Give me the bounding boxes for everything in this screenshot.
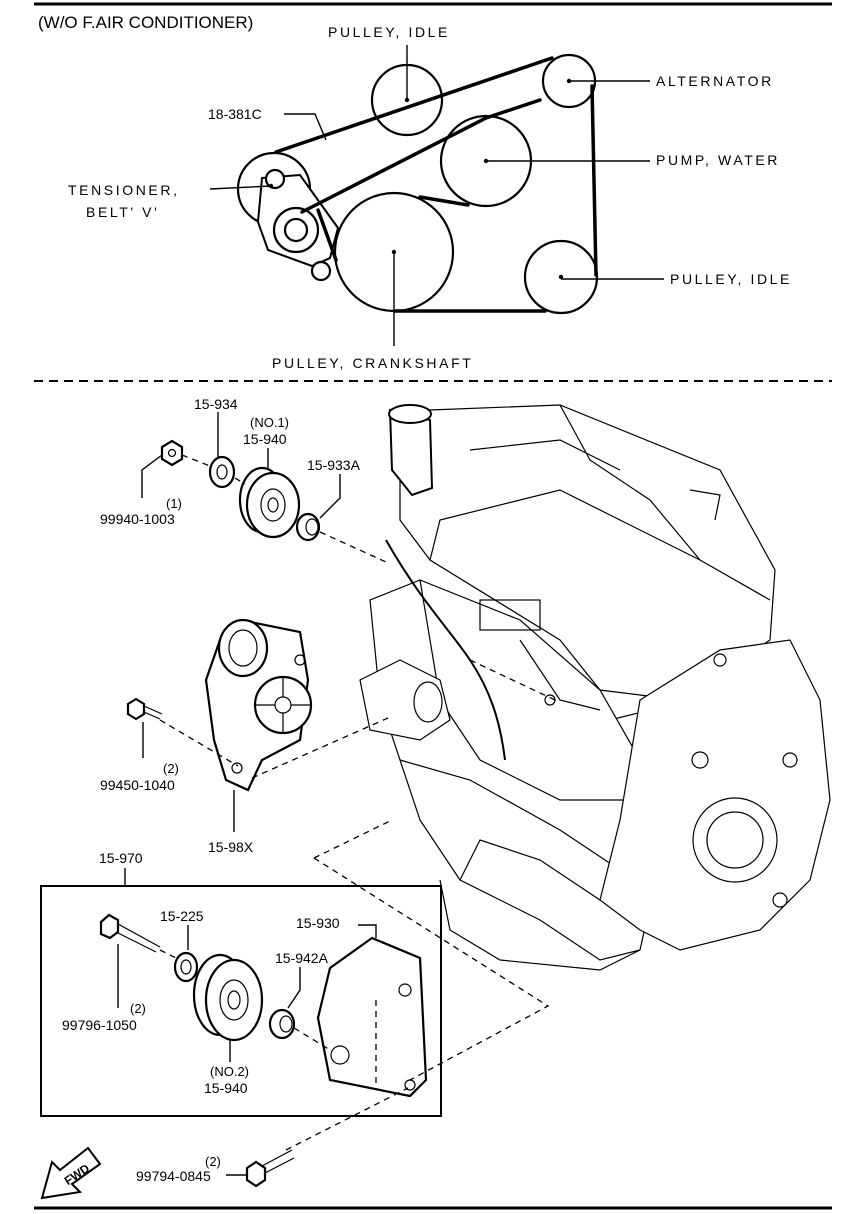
idler-pulley-no2-15-940 [192,953,264,1042]
assembly-lines-upper [159,454,556,779]
spacer-15-933a [295,512,321,542]
nut-99940-1003 [160,439,184,467]
bolt-99450-1040 [126,697,163,721]
label-15-940-no2-note: (NO.2) [210,1064,249,1079]
label-15-225: 15-225 [160,908,204,924]
parts-leaders [117,412,377,1176]
label-99796-1050: 99796-1050 [62,1017,137,1033]
bolt-99796-1050 [99,913,161,953]
label-99794-0845: 99794-0845 [136,1168,211,1184]
kit-box-15-970 [40,885,442,1117]
label-99796-qty: (2) [130,1001,146,1016]
label-15-933a: 15-933A [307,457,361,473]
label-tensioner-line1: TENSIONER, [68,182,180,198]
label-15-934: 15-934 [194,396,238,412]
belt-diagram-leaders [209,45,664,346]
spacer-15-942a [268,1008,296,1040]
tensioner-pivot [264,168,286,190]
label-99450-1040: 99450-1040 [100,777,175,793]
washer-15-934 [208,455,236,489]
label-15-942a: 15-942A [275,950,329,966]
label-belt-part-number: 18-381C [208,106,262,122]
label-99940-1003: 99940-1003 [100,511,175,527]
label-99794-qty: (2) [205,1154,221,1169]
fwd-arrow: FWD [40,1146,102,1200]
label-15-930: 15-930 [296,915,340,931]
label-pulley-crankshaft: PULLEY, CRANKSHAFT [272,355,473,371]
tensioner-bolt [310,260,332,282]
label-15-970: 15-970 [99,850,143,866]
label-99940-qty: (1) [166,496,182,511]
label-15-940-no1-note: (NO.1) [250,415,289,430]
bracket-15-930 [316,936,428,1098]
label-15-940-no2: 15-940 [204,1080,248,1096]
belt-routing-diagram: (W/O F.AIR CONDITIONER) [38,13,792,371]
washer-15-225 [173,951,199,983]
label-15-940-no1: 15-940 [243,431,287,447]
label-pulley-idle-top: PULLEY, IDLE [328,24,450,40]
label-alternator: ALTERNATOR [656,73,774,89]
belt-diagram-title: (W/O F.AIR CONDITIONER) [38,13,253,32]
assembly-lines-lower [159,819,550,1151]
label-tensioner-line2: BELT' V' [86,204,159,220]
bolt-99794-0845 [245,1149,295,1188]
label-99450-qty: (2) [163,761,179,776]
idler-pulley-no1-15-940 [238,466,301,539]
v-belt [274,56,598,313]
tensioner-wheel-hub [283,217,309,243]
label-pulley-idle-right: PULLEY, IDLE [670,271,792,287]
engine-drawing [359,404,831,971]
part-number-labels: 15-934 (NO.1) 15-940 15-933A (1) 99940-1… [62,396,361,1184]
label-15-98x: 15-98X [208,839,254,855]
tensioner-15-98x [204,618,313,792]
label-pump-water: PUMP, WATER [656,152,780,168]
